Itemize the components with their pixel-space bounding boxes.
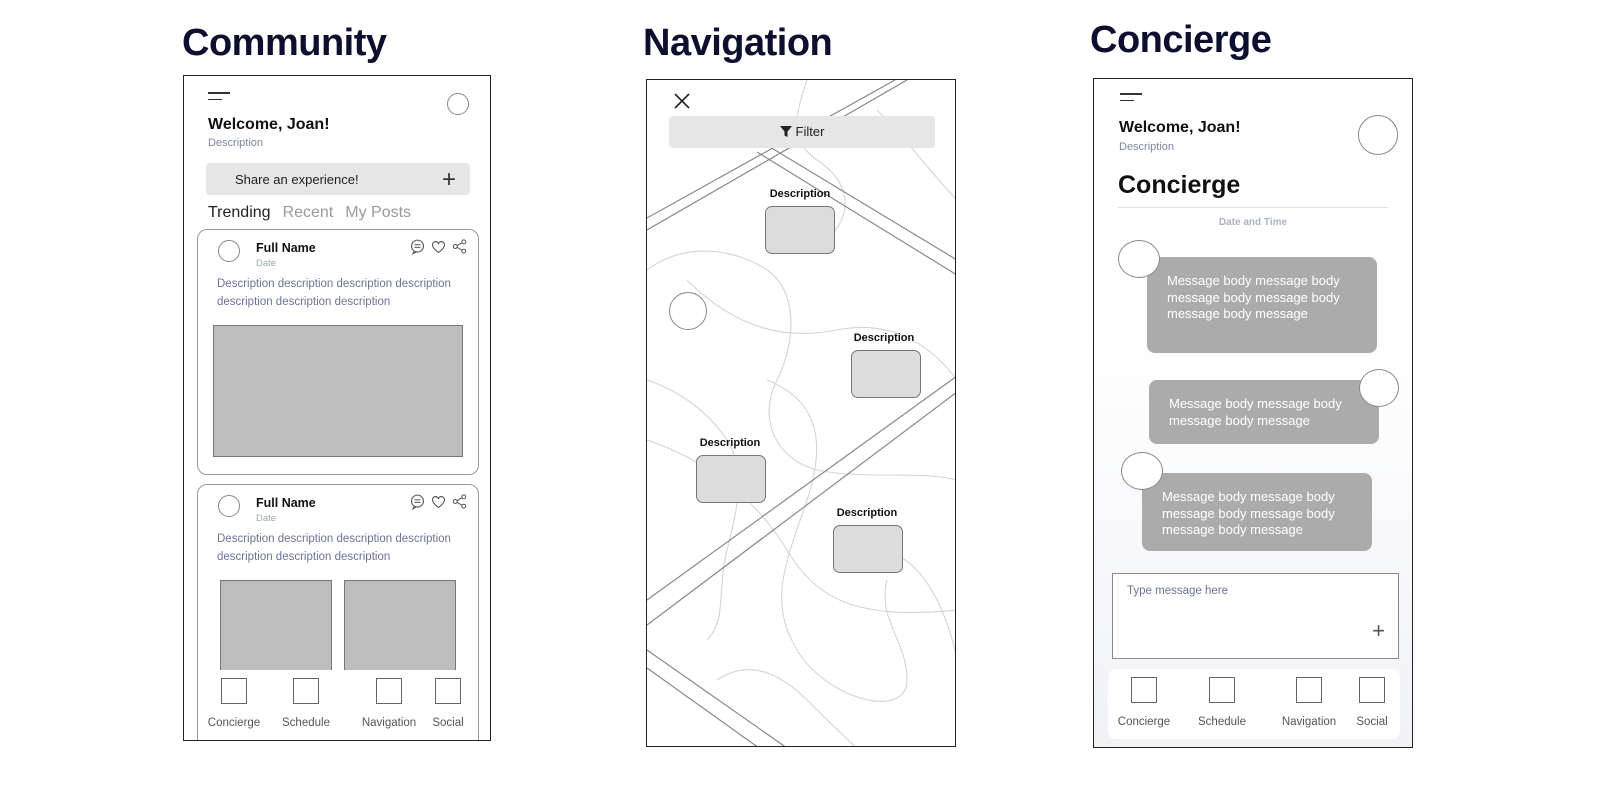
heart-icon[interactable] [430, 493, 447, 510]
pin-label: Description [836, 507, 898, 519]
schedule-icon [1209, 677, 1235, 703]
nav-label: Schedule [1198, 716, 1246, 728]
tab-my-posts[interactable]: My Posts [345, 204, 412, 221]
navigation-icon [1296, 677, 1322, 703]
post-author-name: Full Name [256, 496, 316, 510]
navigation-title: Navigation [643, 22, 833, 64]
concierge-title: Concierge [1090, 19, 1272, 61]
post-actions [409, 493, 468, 510]
share-icon[interactable] [451, 493, 468, 510]
user-avatar [1359, 369, 1399, 407]
map[interactable] [647, 80, 956, 747]
filter-label: Filter [795, 124, 825, 139]
nav-concierge[interactable]: Concierge [1114, 677, 1174, 728]
bottom-nav: Concierge Schedule Navigation Social [1108, 669, 1400, 739]
pin-label: Description [699, 437, 761, 449]
agent-avatar [1118, 240, 1160, 278]
community-title: Community [182, 22, 387, 64]
post-avatar[interactable] [218, 240, 240, 262]
nav-schedule[interactable]: Schedule [1192, 677, 1252, 728]
bottom-nav: Concierge Schedule Navigation Social [198, 670, 476, 740]
hamburger-menu-icon[interactable] [1120, 93, 1142, 103]
divider [1118, 207, 1388, 208]
post-image[interactable] [213, 325, 463, 457]
comment-icon[interactable] [409, 493, 426, 510]
hamburger-menu-icon[interactable] [208, 92, 230, 102]
post-description: Description description description desc… [217, 533, 451, 563]
plus-icon: + [441, 166, 456, 193]
nav-label: Navigation [361, 717, 417, 729]
social-icon [435, 678, 461, 704]
welcome-heading: Welcome, Joan! [1119, 119, 1241, 136]
post-actions [409, 238, 468, 255]
tab-trending[interactable]: Trending [208, 204, 271, 221]
navigation-icon [376, 678, 402, 704]
nav-navigation[interactable]: Navigation [1274, 677, 1344, 728]
map-pin[interactable] [851, 350, 921, 398]
share-icon[interactable] [451, 238, 468, 255]
nav-label: Navigation [1281, 716, 1337, 728]
nav-label: Schedule [282, 717, 330, 729]
tab-recent[interactable]: Recent [282, 204, 334, 221]
funnel-icon [779, 126, 792, 137]
page-heading: Concierge [1118, 171, 1241, 199]
post-card[interactable]: Full Name Date Description description d… [197, 484, 479, 740]
post-description: Description description description desc… [217, 278, 451, 308]
comment-icon[interactable] [409, 238, 426, 255]
pin-label: Description [853, 332, 915, 344]
nav-label: Concierge [1117, 716, 1171, 728]
concierge-screen: Welcome, Joan! Description Concierge Dat… [1093, 78, 1413, 748]
profile-avatar[interactable] [1358, 115, 1398, 155]
post-card[interactable]: Full Name Date Description description d… [197, 229, 479, 475]
welcome-description: Description [1119, 141, 1175, 153]
user-location-marker[interactable] [669, 292, 707, 330]
welcome-description: Description [208, 137, 264, 149]
plus-icon[interactable]: + [1372, 618, 1385, 643]
pin-label: Description [769, 188, 831, 200]
nav-label: Concierge [207, 717, 261, 729]
map-pin[interactable] [833, 525, 903, 573]
agent-avatar [1121, 452, 1163, 490]
message-bubble: Message body message body message body m… [1149, 380, 1379, 444]
heart-icon[interactable] [430, 238, 447, 255]
close-icon[interactable] [673, 92, 691, 110]
message-bubble: Message body message body message body m… [1142, 473, 1372, 551]
navigation-screen: Filter Description Description Descripti… [646, 79, 956, 747]
map-pin[interactable] [765, 206, 835, 254]
nav-label: Social [432, 717, 464, 729]
message-composer[interactable]: Type message here + [1112, 573, 1399, 659]
share-label: Share an experience! [235, 172, 359, 187]
social-icon [1359, 677, 1385, 703]
nav-schedule[interactable]: Schedule [276, 678, 336, 729]
nav-social[interactable]: Social [426, 678, 470, 729]
filter-button[interactable]: Filter [669, 116, 935, 148]
post-author-name: Full Name [256, 241, 316, 255]
community-screen: Welcome, Joan! Description Share an expe… [183, 75, 491, 741]
profile-avatar[interactable] [447, 93, 469, 115]
nav-social[interactable]: Social [1350, 677, 1394, 728]
welcome-heading: Welcome, Joan! [208, 116, 330, 133]
schedule-icon [293, 678, 319, 704]
post-avatar[interactable] [218, 495, 240, 517]
nav-label: Social [1356, 716, 1388, 728]
message-bubble: Message body message body message body m… [1147, 257, 1377, 353]
post-date: Date [256, 258, 277, 269]
concierge-icon [1131, 677, 1157, 703]
share-experience-button[interactable]: Share an experience! + [206, 163, 470, 195]
feed-tabs: Trending Recent My Posts [208, 204, 423, 222]
message-input-placeholder: Type message here [1127, 585, 1229, 597]
post-date: Date [256, 513, 277, 524]
nav-navigation[interactable]: Navigation [354, 678, 424, 729]
concierge-icon [221, 678, 247, 704]
chat-datetime: Date and Time [1218, 217, 1288, 228]
map-pin[interactable] [696, 455, 766, 503]
nav-concierge[interactable]: Concierge [204, 678, 264, 729]
